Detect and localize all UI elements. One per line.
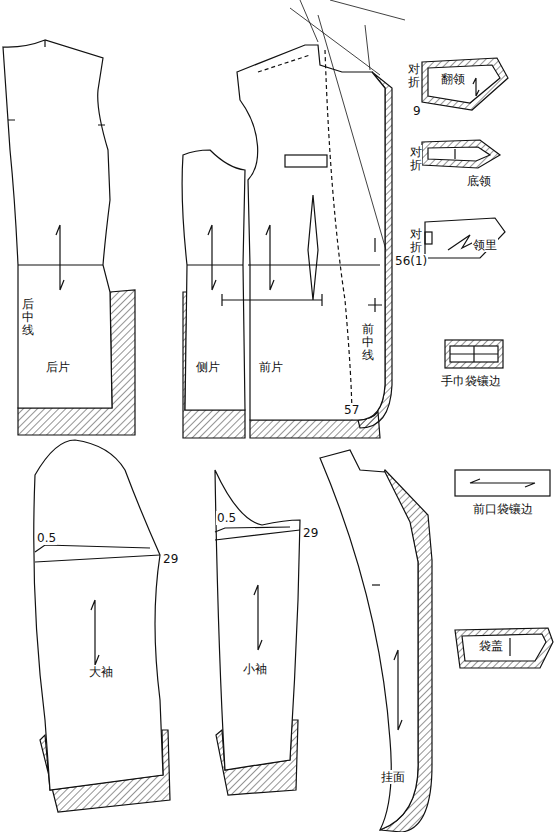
part-name: 翻领 <box>440 72 466 86</box>
side-piece <box>182 150 245 410</box>
pocket-flap <box>455 628 553 668</box>
pocket-welt <box>455 470 550 496</box>
collar-lining <box>425 218 505 258</box>
part-name: 手巾袋镶边 <box>440 374 502 388</box>
grain-line <box>208 225 216 290</box>
facing <box>320 450 418 830</box>
pocket-mark <box>368 238 382 312</box>
facing-line <box>325 50 352 420</box>
grain-line <box>470 479 535 487</box>
welt-divider <box>450 346 498 362</box>
grain-line <box>509 638 510 656</box>
part-name: 前口袋镶边 <box>472 502 534 516</box>
elbow-line <box>215 527 300 540</box>
upper-collar <box>422 58 508 110</box>
grain-line <box>91 600 99 665</box>
part-name: 前片 <box>258 360 284 374</box>
front-piece <box>237 45 385 420</box>
grain-line <box>394 650 402 730</box>
hip-line <box>222 294 322 306</box>
waist-line <box>187 264 243 265</box>
measure-number: 57 <box>343 403 360 417</box>
notch <box>372 584 380 585</box>
upper-collar-inner <box>428 65 500 103</box>
grain-line <box>454 149 455 159</box>
back-piece <box>3 40 112 408</box>
part-name: 大袖 <box>88 665 114 679</box>
center-line-label: 前中线 <box>362 322 374 364</box>
fold-note: 对折 <box>410 145 422 173</box>
under-sleeve <box>215 470 300 770</box>
fold-mark <box>425 232 432 244</box>
grain-line <box>473 78 479 96</box>
waist-line <box>248 264 380 265</box>
collar-stand <box>422 140 500 168</box>
part-name: 领里 <box>472 238 498 252</box>
measure-number: 29 <box>162 552 179 566</box>
center-line-label: 后中线 <box>22 297 34 339</box>
grain-line <box>254 585 262 650</box>
welt-pocket <box>285 155 327 167</box>
measure-number: 29 <box>302 526 319 540</box>
breast-welt-inner <box>450 346 498 362</box>
measure-number: 0.5 <box>216 511 237 525</box>
part-name: 后片 <box>45 360 71 374</box>
collar-stand-inner <box>428 147 490 161</box>
measure-number: 9 <box>412 104 422 118</box>
notch <box>8 40 105 125</box>
part-name: 袋盖 <box>478 639 504 653</box>
part-name: 挂面 <box>380 770 406 784</box>
roll-line <box>290 0 405 250</box>
fold-note: 对折 <box>408 62 420 90</box>
measure-number: 0.5 <box>36 531 57 545</box>
breast-welt <box>445 340 503 368</box>
elbow-line <box>35 545 160 562</box>
shoulder-dash <box>258 55 310 72</box>
grain-line <box>266 225 274 290</box>
part-name: 侧片 <box>195 360 221 374</box>
part-name: 小袖 <box>242 662 268 676</box>
part-name: 底领 <box>466 174 492 188</box>
grain-line <box>56 225 64 290</box>
top-sleeve <box>34 440 163 790</box>
dart <box>308 195 318 300</box>
measure-number: 56(1) <box>394 254 428 268</box>
fold-note: 对折 <box>410 227 422 255</box>
pocket-flap-inner <box>462 634 546 661</box>
